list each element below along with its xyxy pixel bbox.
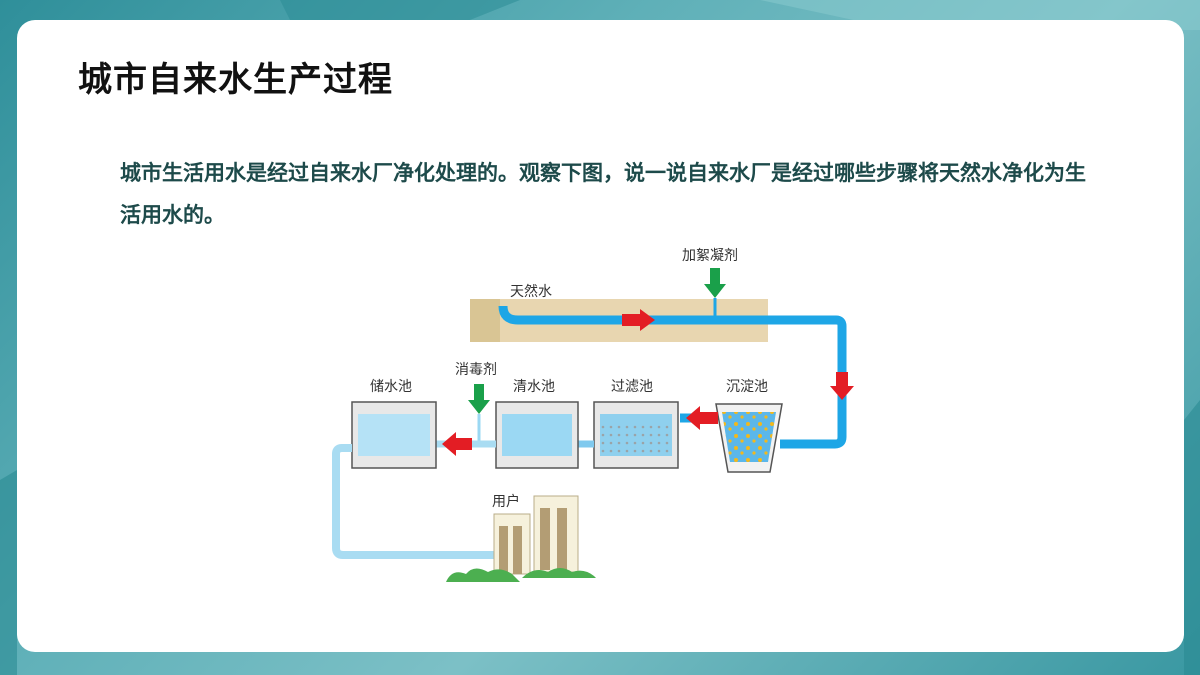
flow-arrow-to-storage [442,432,472,456]
ground-upper-bank-2 [718,299,768,311]
shrub-left [446,568,520,582]
settling-tank-floc [722,412,776,462]
ground-strip-edge [470,299,500,342]
shrub-right [522,568,596,578]
building-right-window-1 [540,508,550,570]
building-left-window-1 [499,526,508,574]
flow-arrow-intake [622,309,655,331]
intro-text: 城市生活用水是经过自来水厂净化处理的。观察下图，说一说自来水厂是经过哪些步骤将天… [120,161,1086,227]
building-right-window-2 [557,508,567,570]
building-left-window-2 [513,526,522,574]
label-coagulant: 加絮凝剂 [682,247,738,264]
flow-arrow-down [830,372,854,400]
bg-shape-right [1184,400,1200,675]
label-settling-tank: 沉淀池 [726,379,768,395]
label-clear-water-tank: 清水池 [513,379,555,395]
pipe-storage-to-users [332,444,496,559]
disinfectant-dose-arrow [468,384,490,414]
storage-tank-water [358,414,430,456]
label-users: 用户 [492,493,520,510]
coagulant-dose-arrow [704,268,726,298]
clear-water-tank-water [502,414,572,456]
label-disinfectant: 消毒剂 [455,362,497,378]
label-natural-water: 天然水 [510,283,552,300]
label-filter-tank: 过滤池 [611,379,653,395]
label-storage-tank: 储水池 [370,379,412,395]
ground-upper-bank [570,299,710,311]
filter-tank-sand [600,424,672,456]
flow-arrow-to-filter [686,406,718,430]
bg-shape-left [0,470,17,675]
intake-pipe [498,305,847,449]
slide-title: 城市自来水生产过程 [78,60,393,100]
